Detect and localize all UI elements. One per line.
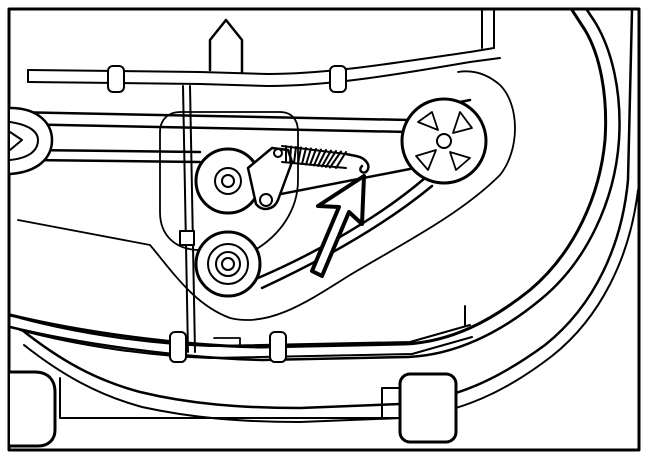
callout-arrow [310, 174, 366, 278]
top-clip-left [107, 65, 125, 93]
idler-pulley-lower [194, 230, 262, 298]
top-rail [27, 9, 501, 87]
tension-spring [281, 145, 370, 174]
wheel-right [381, 372, 458, 444]
right-pulley [400, 97, 488, 185]
control-rod [179, 85, 196, 353]
bottom-rail [19, 305, 473, 359]
idler-pulley-upper [194, 147, 262, 215]
top-clip-right [329, 65, 347, 93]
inner-deck-shelf [17, 70, 516, 321]
bottom-clip-left [169, 331, 187, 363]
wheel-left [8, 370, 57, 448]
top-bracket [208, 18, 244, 74]
figure-frame [7, 7, 641, 452]
left-pulley [8, 106, 54, 176]
bottom-clip-right [269, 331, 287, 363]
